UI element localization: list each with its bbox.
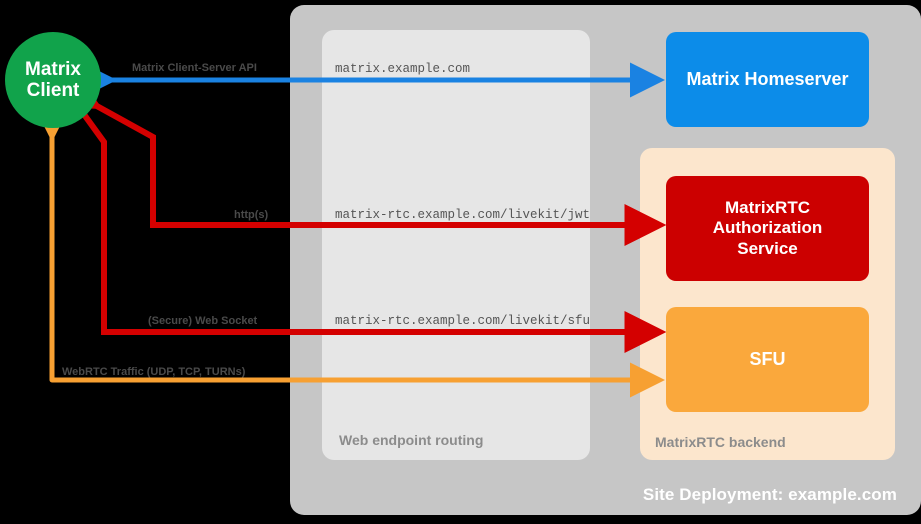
matrix-client-label-line2: Client xyxy=(26,80,80,101)
auth-service-label-line2: Authorization xyxy=(712,218,823,238)
sfu-label: SFU xyxy=(749,348,786,369)
auth-service-label-line1: MatrixRTC xyxy=(724,197,810,217)
auth-service-label-line3: Service xyxy=(737,238,798,258)
edge-label-webrtc-traffic: WebRTC Traffic (UDP, TCP, TURNs) xyxy=(62,366,246,378)
node-matrixrtc-authorization-service[interactable]: MatrixRTC Authorization Service xyxy=(666,176,869,281)
node-matrix-homeserver[interactable]: Matrix Homeserver xyxy=(666,32,869,127)
matrix-homeserver-label: Matrix Homeserver xyxy=(686,68,849,89)
edge-label-secure-web-socket: (Secure) Web Socket xyxy=(148,315,258,327)
edge-label-client-server-api: Matrix Client-Server API xyxy=(132,62,257,74)
web-endpoint-routing-label: Web endpoint routing xyxy=(339,432,484,448)
node-matrix-client[interactable]: Matrix Client xyxy=(5,32,101,128)
matrixrtc-backend-label: MatrixRTC backend xyxy=(655,434,786,450)
matrix-client-label-line1: Matrix xyxy=(25,58,81,80)
edge-endpoint-livekit-sfu: matrix-rtc.example.com/livekit/sfu xyxy=(335,314,591,328)
edge-label-https: http(s) xyxy=(234,209,269,221)
edge-endpoint-livekit-jwt: matrix-rtc.example.com/livekit/jwt xyxy=(335,208,591,222)
web-endpoint-routing-container: Web endpoint routing xyxy=(322,30,590,460)
node-sfu[interactable]: SFU xyxy=(666,307,869,412)
site-deployment-label: Site Deployment: example.com xyxy=(642,485,897,504)
edge-endpoint-matrix-example-com: matrix.example.com xyxy=(335,62,471,76)
